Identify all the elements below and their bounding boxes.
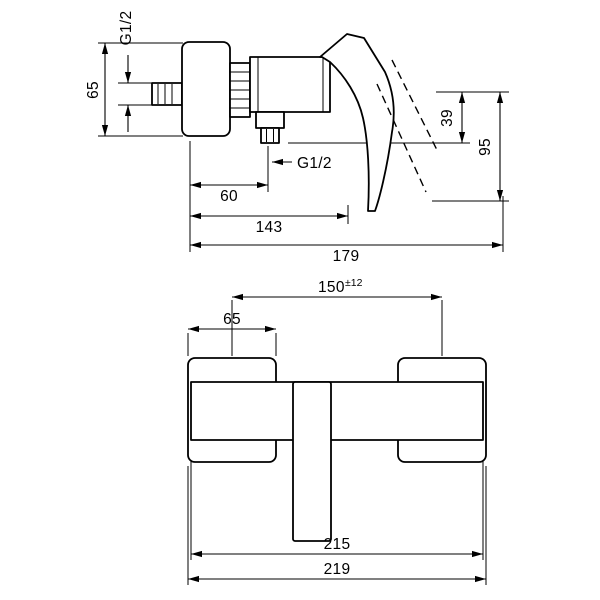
- side-view: G1/2 65 G1/2 60 143 179 39 95: [85, 11, 509, 265]
- mixer-body-front: [190, 381, 484, 441]
- outlet-flange: [255, 111, 285, 129]
- dim-label-total-width: 219: [324, 561, 351, 578]
- dim-label-supply-thread: G1/2: [118, 11, 135, 46]
- dim-label-hose-centers: 150: [318, 279, 345, 296]
- lever-handle-side: [319, 33, 395, 212]
- dim-label-handle-depth: 143: [256, 219, 283, 236]
- mixer-body-side: [249, 56, 331, 113]
- extension-lines-side: [98, 42, 509, 252]
- dim-label-escutcheon-width: 65: [223, 311, 241, 328]
- dim-label-outlet-depth: 60: [220, 188, 238, 205]
- dimension-lines-side: [101, 43, 504, 249]
- handle-open-position-dashed: [391, 59, 439, 153]
- dim-label-outlet-drop: 39: [439, 109, 456, 127]
- faucet-side-parts: [151, 33, 439, 212]
- dim-label-total-depth: 179: [333, 248, 360, 265]
- handle-open-position-dashed: [376, 83, 427, 193]
- dim-label-hose-centers-tolerance: ±12: [345, 277, 363, 289]
- supply-nipple: [151, 82, 183, 106]
- dim-label-handle-drop: 95: [477, 138, 494, 156]
- dim-label-escutcheon-height: 65: [85, 81, 102, 99]
- wall-escutcheon-side: [181, 41, 231, 137]
- outlet-connector: [260, 127, 280, 144]
- front-view: 150 ±12 65 215 219: [187, 277, 487, 585]
- dim-label-outlet-thread: G1/2: [297, 155, 332, 172]
- faucet-front-parts: [187, 357, 487, 542]
- dimension-lines-front: [188, 293, 486, 583]
- extension-lines-front: [187, 300, 487, 585]
- lever-handle-front: [292, 381, 332, 542]
- dim-label-body-width: 215: [324, 536, 351, 553]
